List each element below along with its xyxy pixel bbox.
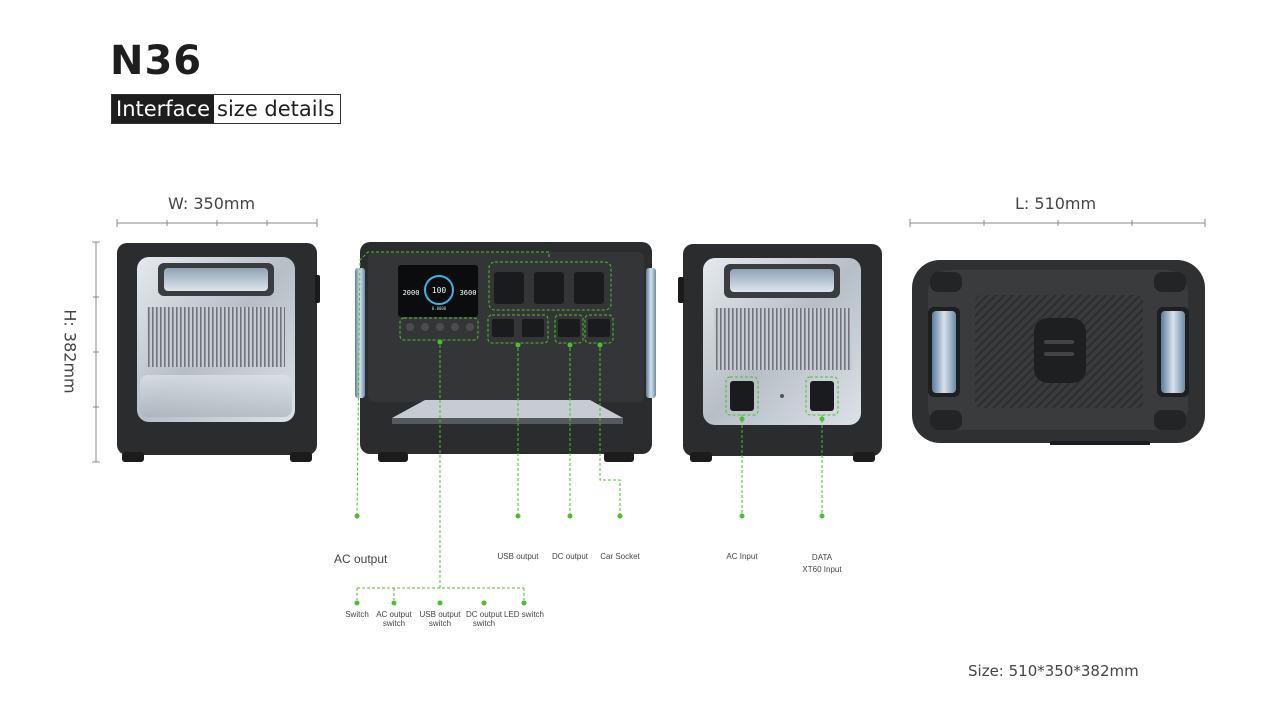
- height-label: H: 382mm: [60, 309, 80, 394]
- screen-left-value: 2000: [403, 289, 420, 297]
- xt60-input-port: [810, 381, 834, 411]
- usb-dc-ports: [492, 319, 610, 337]
- bottom-view-unit: [912, 260, 1205, 445]
- screen-bottom-value: 0.0000: [432, 306, 447, 311]
- label-data-xt60: DATA XT60 Input: [802, 553, 842, 574]
- length-dimension-line: [909, 219, 1206, 227]
- width-dimension-line: [116, 219, 318, 227]
- ac-output-sockets: [494, 272, 604, 304]
- model-title: N36: [110, 38, 203, 84]
- length-label: L: 510mm: [1015, 194, 1097, 213]
- label-dc-output: DC output: [551, 552, 589, 561]
- label-dc-output-switch: DC output switch: [465, 610, 503, 628]
- width-label: W: 350mm: [168, 194, 256, 213]
- ac-input-port: [730, 381, 754, 411]
- overall-size-label: Size: 510*350*382mm: [968, 662, 1139, 680]
- callout-dots: [354, 339, 825, 606]
- label-switch: Switch: [345, 610, 369, 619]
- label-usb-output-switch: USB output switch: [419, 610, 461, 628]
- label-usb-output: USB output: [497, 552, 539, 561]
- switch-buttons: [406, 323, 474, 331]
- lcd-screen: [398, 265, 478, 317]
- page-subtitle: Interface size details: [111, 94, 342, 124]
- label-led-switch: LED switch: [503, 610, 544, 619]
- label-ac-output: AC output: [334, 552, 388, 566]
- front-view-unit: 100 2000 3600 0.0000: [355, 242, 656, 462]
- side-view-unit: [117, 243, 320, 462]
- label-ac-output-switch: AC output switch: [376, 610, 412, 628]
- screen-right-value: 3600: [460, 289, 477, 297]
- subtitle-rest: size details: [217, 97, 335, 121]
- label-car-socket: Car Socket: [600, 552, 640, 561]
- label-ac-input: AC Input: [726, 552, 758, 561]
- back-view-unit: [678, 244, 882, 462]
- subtitle-highlight: Interface: [112, 95, 215, 123]
- height-dimension-line: [92, 241, 100, 463]
- screen-center-value: 100: [432, 286, 447, 295]
